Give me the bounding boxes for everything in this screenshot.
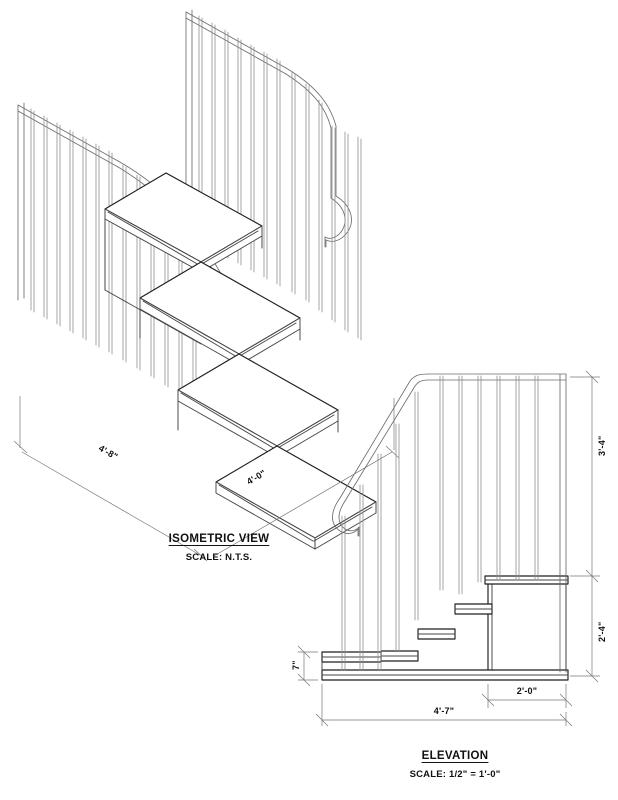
dimension-elev-rail-height: 3'-4" xyxy=(597,435,607,456)
isometric-view xyxy=(13,9,400,562)
elevation-view-title: ELEVATION xyxy=(421,750,489,762)
dimension-elev-platform-height: 2'-4" xyxy=(597,621,607,642)
elevation-view-scale: SCALE: 1/2" = 1'-0" xyxy=(409,769,501,780)
dimension-elev-platform-depth: 2'-0" xyxy=(516,686,538,696)
elev-dimensions xyxy=(297,370,600,727)
isometric-view-scale: SCALE: N.T.S. xyxy=(185,552,253,563)
elevation-view xyxy=(297,370,600,727)
iso-stair-body xyxy=(104,172,377,550)
dimension-elev-riser: 7" xyxy=(291,660,301,670)
iso-dimensions xyxy=(13,396,400,562)
isometric-view-title: ISOMETRIC VIEW xyxy=(168,533,270,545)
dimension-elev-total-run: 4'-7" xyxy=(433,706,455,716)
elev-railing xyxy=(332,373,567,673)
